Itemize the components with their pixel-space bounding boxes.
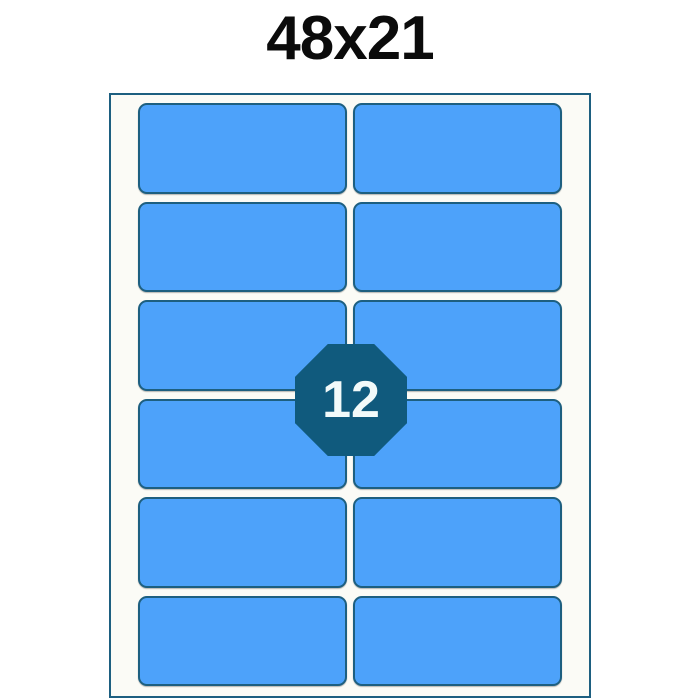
label-cell-3[interactable] (138, 201, 347, 292)
label-count-badge-number: 12 (322, 371, 380, 429)
label-cell-2[interactable] (353, 103, 562, 194)
label-cell-4[interactable] (353, 201, 562, 292)
label-cell-10[interactable] (353, 497, 562, 588)
label-cell-1[interactable] (138, 103, 347, 194)
label-count-badge-icon: 12 (295, 344, 407, 456)
page-title: 48x21 (266, 4, 434, 73)
label-cell-12[interactable] (353, 595, 562, 686)
label-cell-11[interactable] (138, 595, 347, 686)
label-cell-9[interactable] (138, 497, 347, 588)
